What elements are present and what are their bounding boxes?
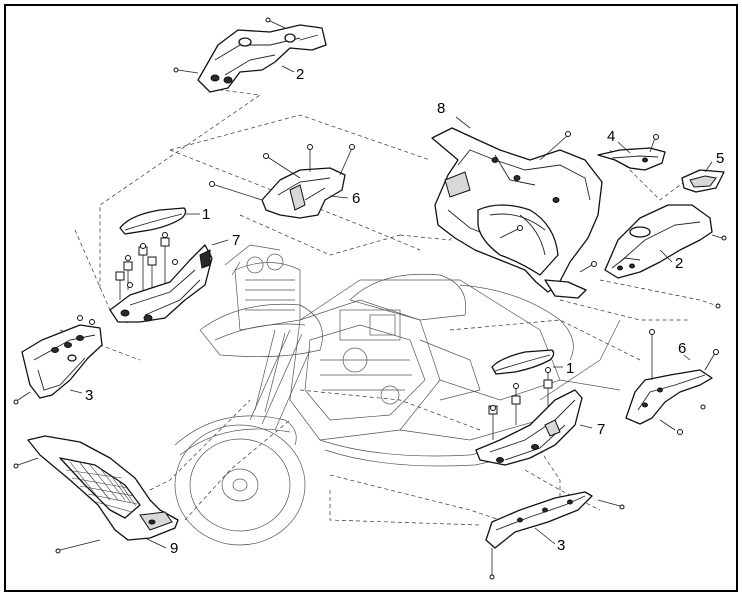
part-6-lower-bracket [625,329,719,435]
part-3-left-side-cowl [13,315,103,405]
callout-3-bottom: 3 [557,537,565,554]
part-6-upper-bracket [209,144,355,219]
callout-1-lower-right: 1 [566,360,574,377]
callout-6-upper-middle: 6 [352,190,360,207]
callout-5-top-right: 5 [716,150,724,167]
assembly-guide-lines [59,87,716,526]
part-7-lower-lower-cowl [475,367,583,466]
callout-4-top-right: 4 [607,128,615,145]
part-5-small-cover [681,169,725,193]
callout-labels: 2 1 7 3 9 6 8 4 5 2 6 1 7 3 [85,66,724,557]
part-2-right-side-panel [604,204,727,309]
callout-leaders [69,65,713,549]
callout-7-upper-left: 7 [232,232,240,249]
part-4-small-bracket [597,134,666,171]
callout-3-left: 3 [85,387,93,404]
callout-8-top-middle: 8 [437,100,445,117]
part-1-upper-plate [119,207,187,235]
part-7-upper-lower-cowl [109,232,213,323]
callout-2-right: 2 [675,255,683,272]
callout-2-top-left: 2 [296,66,304,83]
part-3-lower-side-cowl [485,491,625,580]
part-1-lower-plate [491,349,555,375]
callout-6-lower-right: 6 [678,340,686,357]
part-9-lower-front-cowl [13,435,179,554]
callout-9-lower-left: 9 [170,540,178,557]
diagram-border [4,4,738,592]
callout-7-lower-right: 7 [597,421,605,438]
motorcycle-outline [174,244,621,546]
part-2-upper-inner-cover [173,17,327,93]
callout-1-upper-left: 1 [202,206,210,223]
part-8-main-fairing [431,127,603,299]
